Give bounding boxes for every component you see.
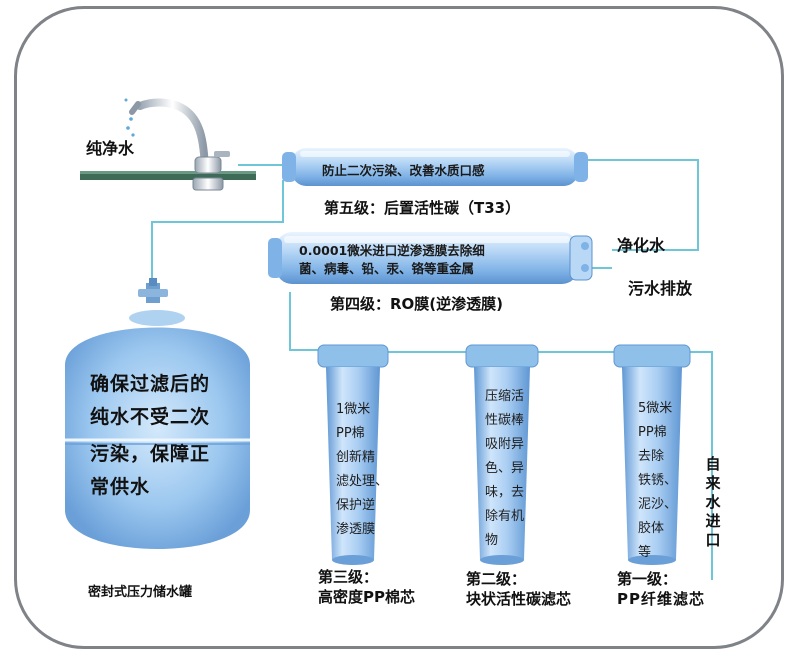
tank-description: 确保过滤后的 纯水不受二次 污染，保障正 常供水 bbox=[90, 368, 210, 504]
tank-name-label: 密封式压力储水罐 bbox=[88, 585, 193, 600]
stage1-desc-line: 去除 bbox=[638, 449, 665, 464]
tap-inlet-char: 自 bbox=[705, 455, 721, 473]
tap-inlet-char: 来 bbox=[705, 474, 721, 492]
stage3-title: 第三级： 高密度PP棉芯 bbox=[318, 567, 415, 607]
stage5-tube-text: 防止二次污染、改善水质口感 bbox=[322, 163, 485, 178]
stage3-filter-column bbox=[317, 344, 389, 565]
diagram-frame bbox=[14, 6, 784, 649]
stage5-title: 第五级：后置活性碳（T33） bbox=[324, 199, 521, 217]
stage3-description: 1微米 PP棉 创新精 滤处理、 保护逆 渗透膜 bbox=[336, 398, 388, 542]
faucet-icon bbox=[124, 98, 230, 191]
stage1-desc-line: 泥沙、 bbox=[638, 497, 678, 512]
stage4-filter-tube bbox=[268, 232, 593, 284]
stage2-title-line1: 第二级： bbox=[466, 570, 527, 588]
stage2-description: 压缩活 性碳棒 吸附异 色、异 味，去 除有机 物 bbox=[485, 385, 524, 553]
stage2-desc-line: 吸附异 bbox=[485, 437, 525, 452]
stage2-desc-line: 味，去 bbox=[485, 485, 525, 500]
stage1-desc-line: 5微米 bbox=[638, 401, 673, 416]
stage3-desc-line: 保护逆 bbox=[336, 498, 376, 513]
stage1-title: 第一级： PP纤维滤芯 bbox=[617, 569, 705, 609]
counter-top bbox=[80, 171, 256, 180]
tank-line: 纯水不受二次 bbox=[90, 406, 211, 428]
stage3-title-line2: 高密度PP棉芯 bbox=[318, 588, 415, 606]
stage2-desc-line: 性碳棒 bbox=[485, 413, 525, 428]
tank-valve-icon bbox=[138, 278, 168, 303]
stage1-desc-line: 胶体 bbox=[638, 521, 665, 536]
pipe-stage5-right bbox=[583, 159, 699, 251]
pure-water-label: 纯净水 bbox=[86, 139, 135, 158]
tap-inlet-label: 自来水进口 bbox=[704, 455, 722, 550]
tank-line: 常供水 bbox=[90, 476, 151, 498]
stage2-title-line2: 块状活性碳滤芯 bbox=[466, 590, 572, 608]
stage4-tube-line2: 菌、病毒、铅、汞、铬等重金属 bbox=[299, 261, 475, 276]
stage4-title: 第四级：RO膜(逆渗透膜) bbox=[330, 295, 504, 313]
stage2-filter-column bbox=[465, 344, 539, 565]
water-pipes bbox=[151, 159, 713, 580]
stage2-desc-line: 物 bbox=[485, 533, 499, 548]
clean-water-label: 净化水 bbox=[617, 236, 666, 255]
pipe-stage5-left-to-tank bbox=[151, 180, 284, 282]
stage3-title-line1: 第三级： bbox=[318, 568, 379, 586]
tap-inlet-char: 水 bbox=[705, 493, 721, 511]
stage2-desc-line: 色、异 bbox=[485, 461, 525, 476]
tank-line: 污染，保障正 bbox=[90, 443, 211, 465]
pipe-stage4-to-stage3 bbox=[289, 292, 322, 351]
stage1-desc-line: 等 bbox=[638, 545, 652, 560]
stage3-desc-line: 1微米 bbox=[336, 402, 371, 417]
stage1-desc-line: PP棉 bbox=[638, 425, 667, 440]
tap-inlet-chars: 自来水进口 bbox=[704, 455, 722, 550]
stage1-title-line1: 第一级： bbox=[617, 570, 678, 588]
tap-inlet-char: 口 bbox=[705, 531, 721, 549]
tap-inlet-char: 进 bbox=[705, 512, 721, 530]
pressure-tank bbox=[65, 310, 250, 549]
stage5-filter-tube bbox=[282, 148, 588, 186]
stage4-tube-line1: 0.0001微米进口逆渗透膜去除细 bbox=[299, 243, 485, 258]
pipe-tap-inlet bbox=[690, 351, 713, 580]
stage1-description: 5微米 PP棉 去除 铁锈、 泥沙、 胶体 等 bbox=[638, 397, 677, 565]
stage2-desc-line: 压缩活 bbox=[485, 389, 525, 404]
stage1-filter-column bbox=[613, 344, 691, 565]
stage1-title-line2: PP纤维滤芯 bbox=[617, 590, 705, 608]
stage1-desc-line: 铁锈、 bbox=[638, 473, 678, 488]
stage3-desc-line: PP棉 bbox=[336, 426, 365, 441]
tank-line: 确保过滤后的 bbox=[90, 373, 211, 395]
stage3-desc-line: 滤处理、 bbox=[336, 474, 389, 489]
stage2-desc-line: 除有机 bbox=[485, 509, 525, 524]
stage3-desc-line: 渗透膜 bbox=[336, 522, 376, 537]
stage2-title: 第二级： 块状活性碳滤芯 bbox=[466, 569, 571, 609]
stage3-desc-line: 创新精 bbox=[336, 450, 376, 465]
waste-water-label: 污水排放 bbox=[628, 279, 693, 298]
